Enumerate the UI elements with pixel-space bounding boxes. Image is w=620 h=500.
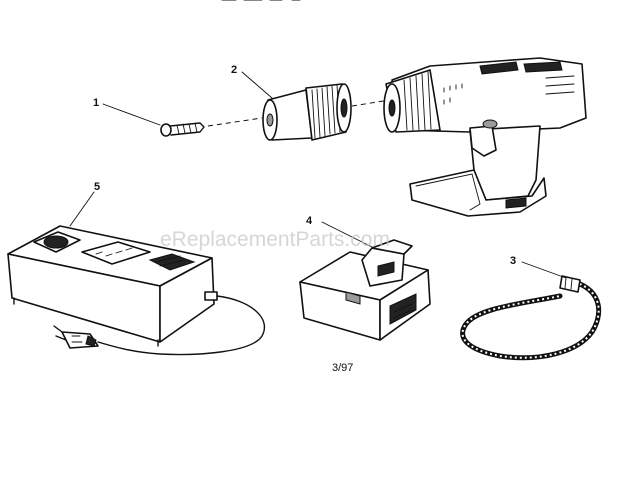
- leader-3: [521, 261, 567, 279]
- leader-4: [321, 221, 375, 249]
- assembly-axis: [207, 99, 391, 127]
- chuck-part[interactable]: [262, 83, 352, 141]
- date-code: 3/97: [332, 362, 353, 374]
- leader-5: [69, 191, 95, 227]
- drill-body[interactable]: [383, 57, 587, 217]
- callout-4: 4: [306, 215, 313, 227]
- leader-1: [102, 103, 161, 126]
- charger-cord: [53, 295, 266, 356]
- battery-part[interactable]: [299, 239, 431, 341]
- callout-5: 5: [94, 181, 100, 193]
- leader-2: [241, 71, 273, 99]
- screw-part[interactable]: [160, 122, 205, 137]
- wrist-strap-part[interactable]: [460, 275, 602, 361]
- charger-part[interactable]: [7, 225, 218, 347]
- callout-3: 3: [510, 255, 516, 267]
- callout-2: 2: [231, 64, 237, 76]
- callout-1: 1: [93, 97, 99, 109]
- watermark-text: eReplacementParts.com: [160, 228, 390, 251]
